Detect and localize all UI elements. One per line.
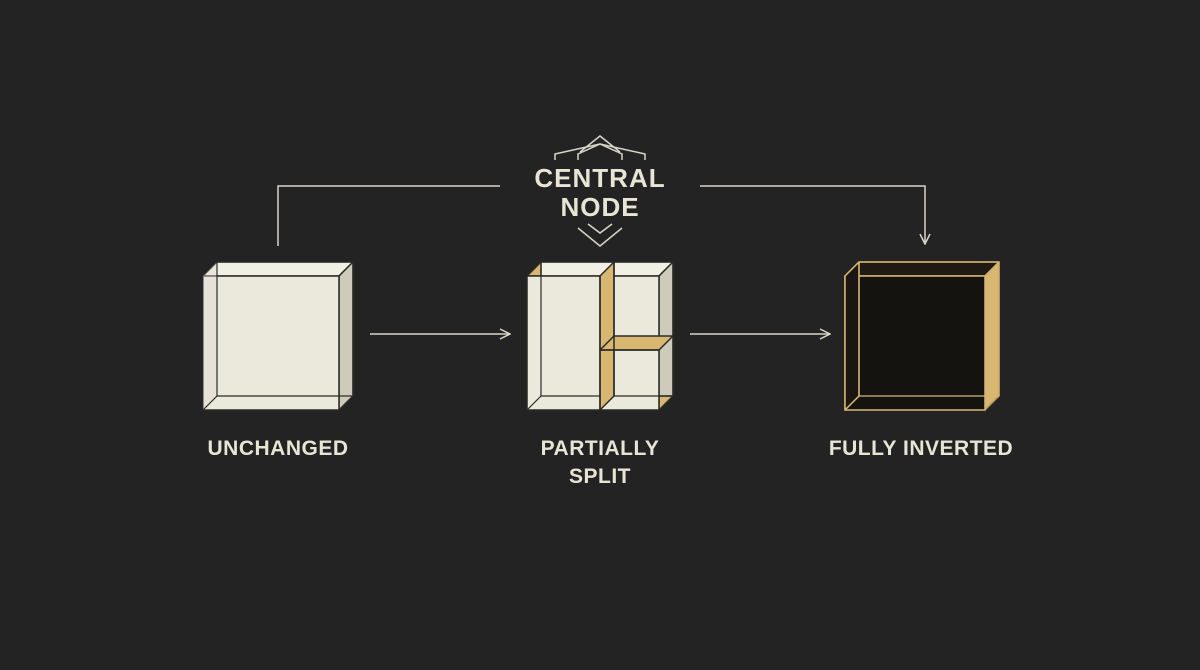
connectors <box>277 185 925 334</box>
stage-label-line: SPLIT <box>568 465 631 488</box>
fully-inverted-cube <box>844 261 1000 411</box>
central-node-line-1: CENTRAL <box>534 163 666 193</box>
top-bracket <box>577 143 623 160</box>
central-node-line-2: NODE <box>560 192 640 222</box>
unchanged-cube <box>202 261 354 411</box>
vertical-split-gold <box>599 261 615 411</box>
stage-label-fully-inverted: FULLY INVERTED <box>781 435 1061 463</box>
stage-label-line: PARTIALLY <box>540 437 660 460</box>
stage-label-unchanged: UNCHANGED <box>178 435 378 463</box>
central-node-label: CENTRAL NODE <box>500 164 700 222</box>
stage-label-line: FULLY INVERTED <box>828 437 1014 460</box>
bottom-chevron-icon <box>577 227 623 247</box>
top-bracket-left <box>554 143 601 160</box>
connector-central-to-unchanged <box>277 185 500 246</box>
bottom-chevron-inner <box>587 223 613 234</box>
top-bracket-right <box>599 143 646 160</box>
stage-label-partially-split: PARTIALLY SPLIT <box>500 435 700 491</box>
central-node-ornament <box>554 135 646 247</box>
stage-label-line: UNCHANGED <box>207 437 349 460</box>
partially-split-cube <box>526 261 674 411</box>
horizontal-split-gold <box>599 335 674 351</box>
connector-central-to-inverted <box>700 185 925 244</box>
